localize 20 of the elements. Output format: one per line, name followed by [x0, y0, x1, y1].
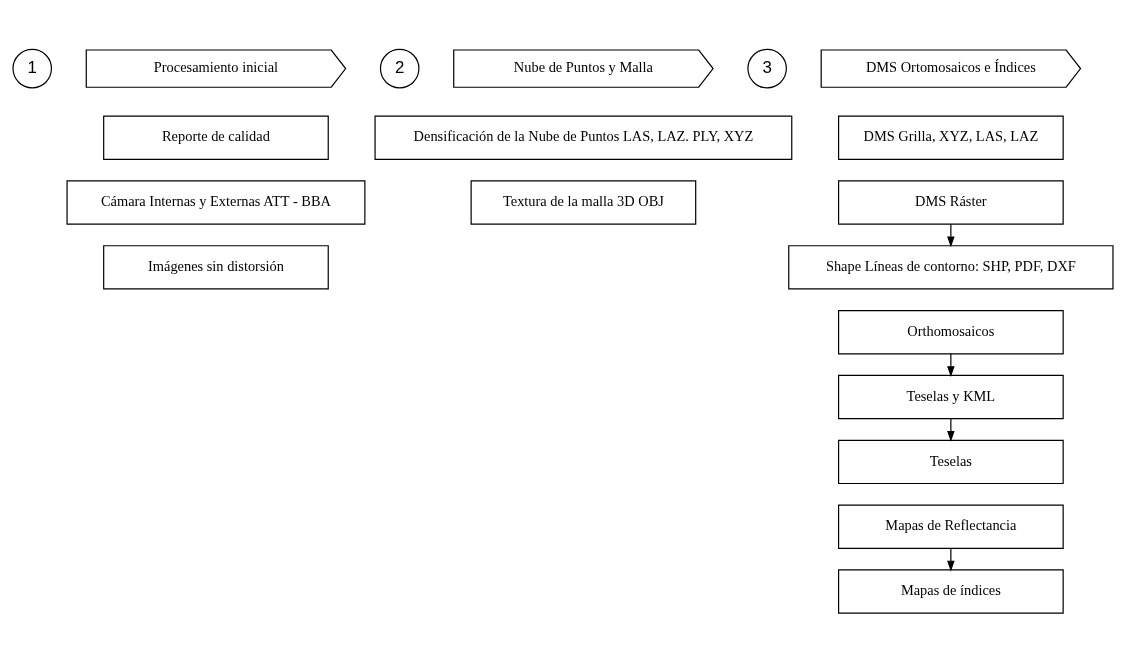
node-box: Teselas y KML: [838, 374, 1064, 419]
node-box: Imágenes sin distorsión: [103, 244, 329, 290]
node-box: Densificación de la Nube de Puntos LAS, LAZ. PLY, XYZ: [374, 114, 793, 160]
node-box: DMS Ráster: [838, 179, 1064, 225]
node-circle: 1: [12, 48, 53, 88]
node-box: Mapas de índices: [838, 568, 1064, 614]
node-circle: 3: [747, 48, 787, 88]
arrow: [947, 417, 955, 442]
node-circle: 2: [379, 48, 420, 88]
node-box: Textura de la malla 3D OBJ: [470, 179, 697, 225]
node-box: Cámara Internas y Externas ATT - BBA: [66, 179, 366, 225]
node-box: Reporte de calidad: [103, 114, 329, 160]
node-box: Orthomosaicos: [838, 309, 1064, 354]
node-box: Shape Líneas de contorno: SHP, PDF, DXF: [788, 244, 1114, 290]
arrow: [947, 352, 955, 377]
node-box: Mapas de Reflectancia: [838, 504, 1064, 549]
node-box: DMS Grilla, XYZ, LAS, LAZ: [838, 114, 1064, 160]
node-box: Teselas: [838, 439, 1064, 484]
arrow: [947, 547, 955, 571]
arrow: [947, 223, 955, 247]
